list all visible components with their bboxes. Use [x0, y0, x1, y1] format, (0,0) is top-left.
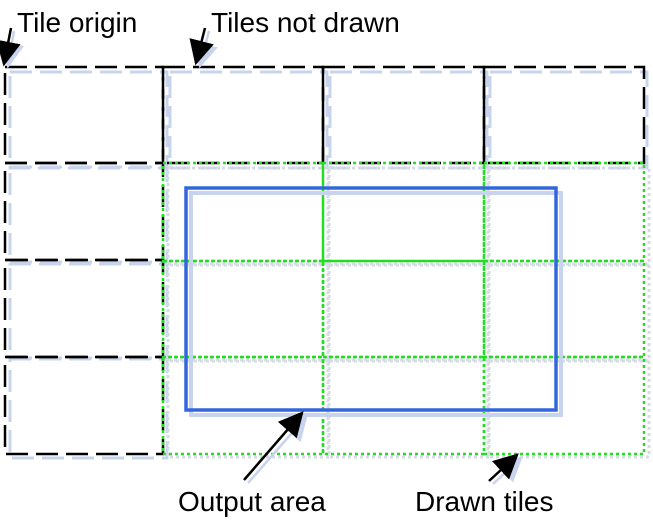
drawn-tile [161, 355, 325, 456]
output-area-label: Output area [178, 486, 326, 517]
undrawn-tile [3, 161, 165, 262]
drawn-tiles [161, 161, 646, 456]
output-area-rect [184, 186, 558, 412]
undrawn-tile [3, 258, 165, 359]
drawn-tile [321, 355, 486, 456]
drawn-tiles-shadow [166, 166, 651, 459]
drawn-tiles-label: Drawn tiles [415, 486, 553, 517]
output-area-shadow [189, 191, 563, 417]
drawn-tile [482, 259, 646, 359]
drawn-tile [321, 161, 486, 263]
tile-origin-arrow [0, 27, 21, 67]
output-area-arrow [243, 411, 304, 481]
undrawn-tile [3, 355, 165, 456]
drawn-tile [482, 161, 646, 263]
tiles-not-drawn-label: Tiles not drawn [211, 7, 400, 38]
undrawn-tiles-shadow [8, 70, 649, 460]
drawn-tile [321, 259, 486, 359]
undrawn-tile [3, 65, 165, 165]
tiles-not-drawn-arrow [189, 27, 214, 66]
undrawn-tile [482, 65, 646, 165]
drawn-tiles-arrow [488, 453, 519, 482]
tile-origin-label: Tile origin [17, 7, 137, 38]
drawn-tile [482, 355, 646, 456]
undrawn-tile [321, 65, 486, 165]
undrawn-tile [161, 65, 325, 165]
